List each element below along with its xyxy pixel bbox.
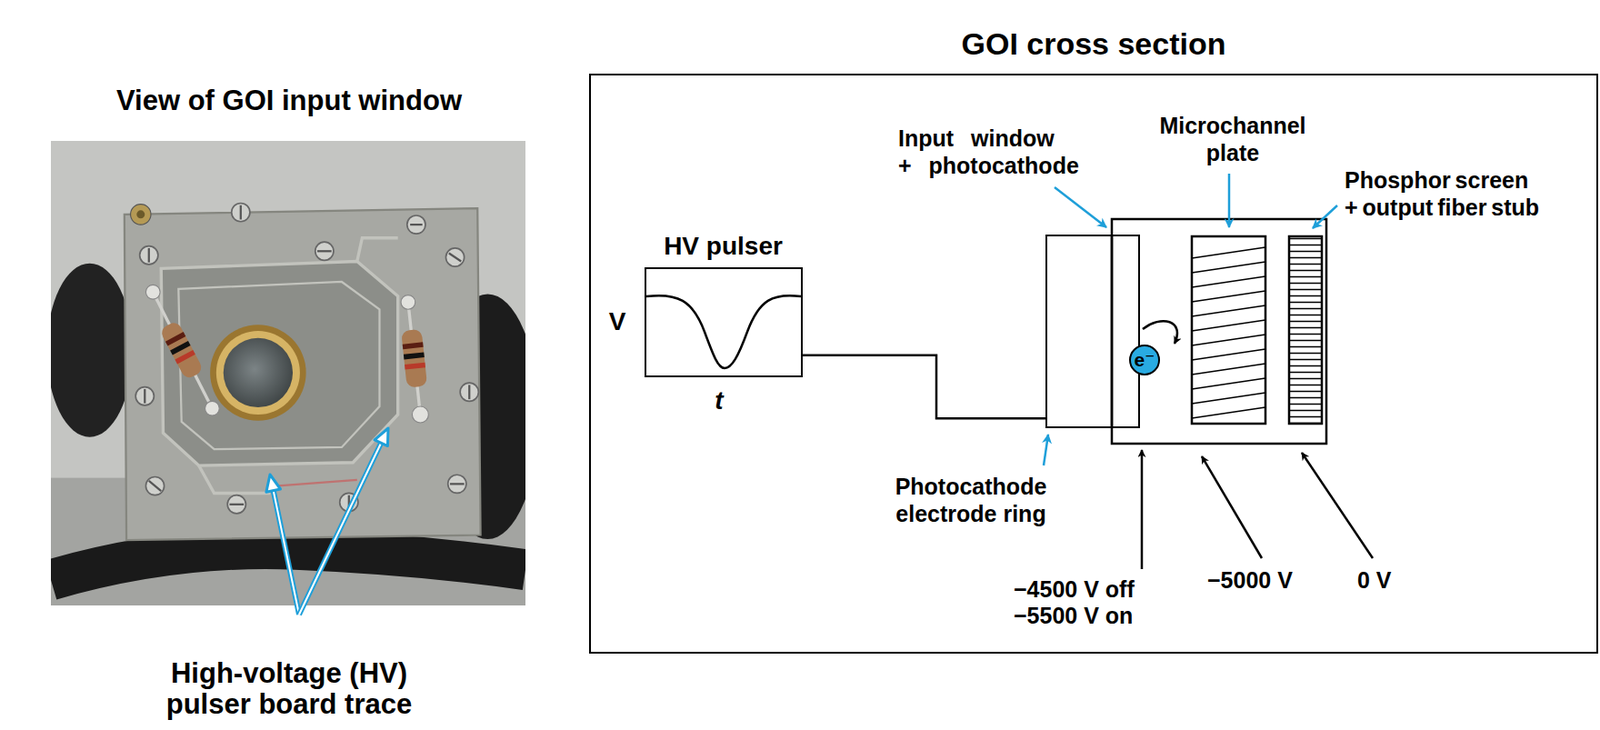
- photo: [47, 140, 540, 606]
- node-label: Photocathode electrode ring: [892, 472, 1050, 528]
- drawing-part: [47, 263, 133, 438]
- leader-lines: [1043, 173, 1338, 466]
- drawing-part: [178, 281, 380, 450]
- microchannel-plate: [1191, 236, 1266, 424]
- electrode-ring: Photocathode electrode ring: [1045, 234, 1140, 429]
- drawing-part: [229, 503, 244, 506]
- drawing-part: [152, 291, 212, 409]
- drawing-part: [400, 329, 428, 389]
- drawing-part: [404, 362, 426, 370]
- drawing-part: [124, 208, 481, 540]
- panel-title: GOI cross section: [961, 25, 1227, 63]
- drawing-part: [145, 476, 164, 495]
- drawing-part: [410, 223, 422, 226]
- voltage-label: −4500 V off: [1013, 575, 1135, 603]
- pulser-box: HV pulser: [644, 267, 803, 378]
- drawing-part: [1043, 434, 1049, 466]
- pulse-waveform: [646, 295, 801, 369]
- axis-label: t: [714, 385, 723, 417]
- drawing-part: [1301, 452, 1373, 559]
- drawing-part: [231, 203, 250, 222]
- voltage-leaders: [1141, 450, 1373, 570]
- drawing-part: [159, 320, 204, 380]
- axis-label: V: [609, 306, 627, 338]
- drawing-part: [403, 351, 425, 360]
- drawing-part: [223, 338, 293, 408]
- drawing-part: [210, 324, 307, 421]
- pointer-arrows: [266, 428, 389, 615]
- drawing-part: [275, 480, 358, 487]
- voltage-label: −5000 V: [1207, 566, 1293, 594]
- drawing-part: [273, 490, 300, 615]
- panel-title: View of GOI input window: [116, 83, 462, 118]
- panel-frame: [590, 74, 1598, 653]
- tube-body: [1111, 219, 1327, 444]
- drawing-part: [205, 400, 220, 416]
- drawing-part: [273, 490, 300, 615]
- drawing-part: [240, 205, 242, 220]
- drawing-part: [266, 474, 281, 492]
- node-symbol: e⁻: [1134, 348, 1156, 371]
- drawing-part: [135, 387, 154, 406]
- drawing-part: [1312, 205, 1338, 229]
- drawing-part: [216, 330, 300, 415]
- drawing-part: [411, 406, 429, 423]
- electron: e⁻: [1129, 344, 1160, 376]
- drawing-part: [317, 250, 332, 252]
- drawing-part: [130, 204, 151, 225]
- part-label: Microchannel plate: [1153, 111, 1313, 167]
- input-window: [1110, 234, 1114, 429]
- drawing-part: [299, 442, 381, 615]
- drawing-part: [448, 474, 467, 493]
- part-label: Phosphor screen + output fiber stub: [1344, 166, 1543, 221]
- drawing-part: [400, 295, 416, 310]
- drawing-part: [149, 480, 161, 491]
- drawing-part: [299, 442, 381, 615]
- drawing-part: [407, 215, 426, 234]
- part-label: Input window + photocathode: [898, 124, 1082, 180]
- drawing-part: [227, 495, 246, 514]
- drawing-part: [144, 205, 470, 510]
- drawing-part: [400, 329, 428, 389]
- drawing-part: [1228, 173, 1231, 228]
- drawing-part: [402, 341, 424, 350]
- drawing-part: [460, 382, 479, 401]
- drawing-part: [145, 284, 160, 300]
- drawing-part: [136, 210, 145, 219]
- drawing-part: [450, 482, 465, 485]
- electron-path: [1142, 320, 1178, 344]
- drawing-part: [468, 384, 470, 400]
- drawing-part: [174, 350, 195, 365]
- drawing-part: [1054, 187, 1107, 228]
- caption: High-voltage (HV) pulser board trace: [152, 658, 426, 720]
- drawing-part: [374, 428, 389, 447]
- drawing-part: [140, 246, 159, 265]
- drawing-part: [449, 253, 461, 262]
- drawing-part: [143, 389, 146, 404]
- signal-wire: [802, 355, 1046, 420]
- drawing-part: [357, 238, 399, 262]
- microchannels: [1191, 247, 1266, 419]
- drawing-part: [1140, 450, 1144, 570]
- drawing-part: [199, 465, 271, 493]
- drawing-part: [445, 248, 464, 267]
- drawing-part: [315, 241, 334, 260]
- voltage-label: 0 V: [1357, 566, 1392, 594]
- drawing-part: [148, 248, 150, 263]
- drawing-part: [135, 203, 479, 514]
- phosphor-screen: [1289, 236, 1322, 424]
- drawing-part: [1201, 456, 1262, 559]
- voltage-label: −5500 V on: [1013, 601, 1133, 630]
- drawing-part: [159, 320, 204, 380]
- node-label: HV pulser: [663, 230, 783, 262]
